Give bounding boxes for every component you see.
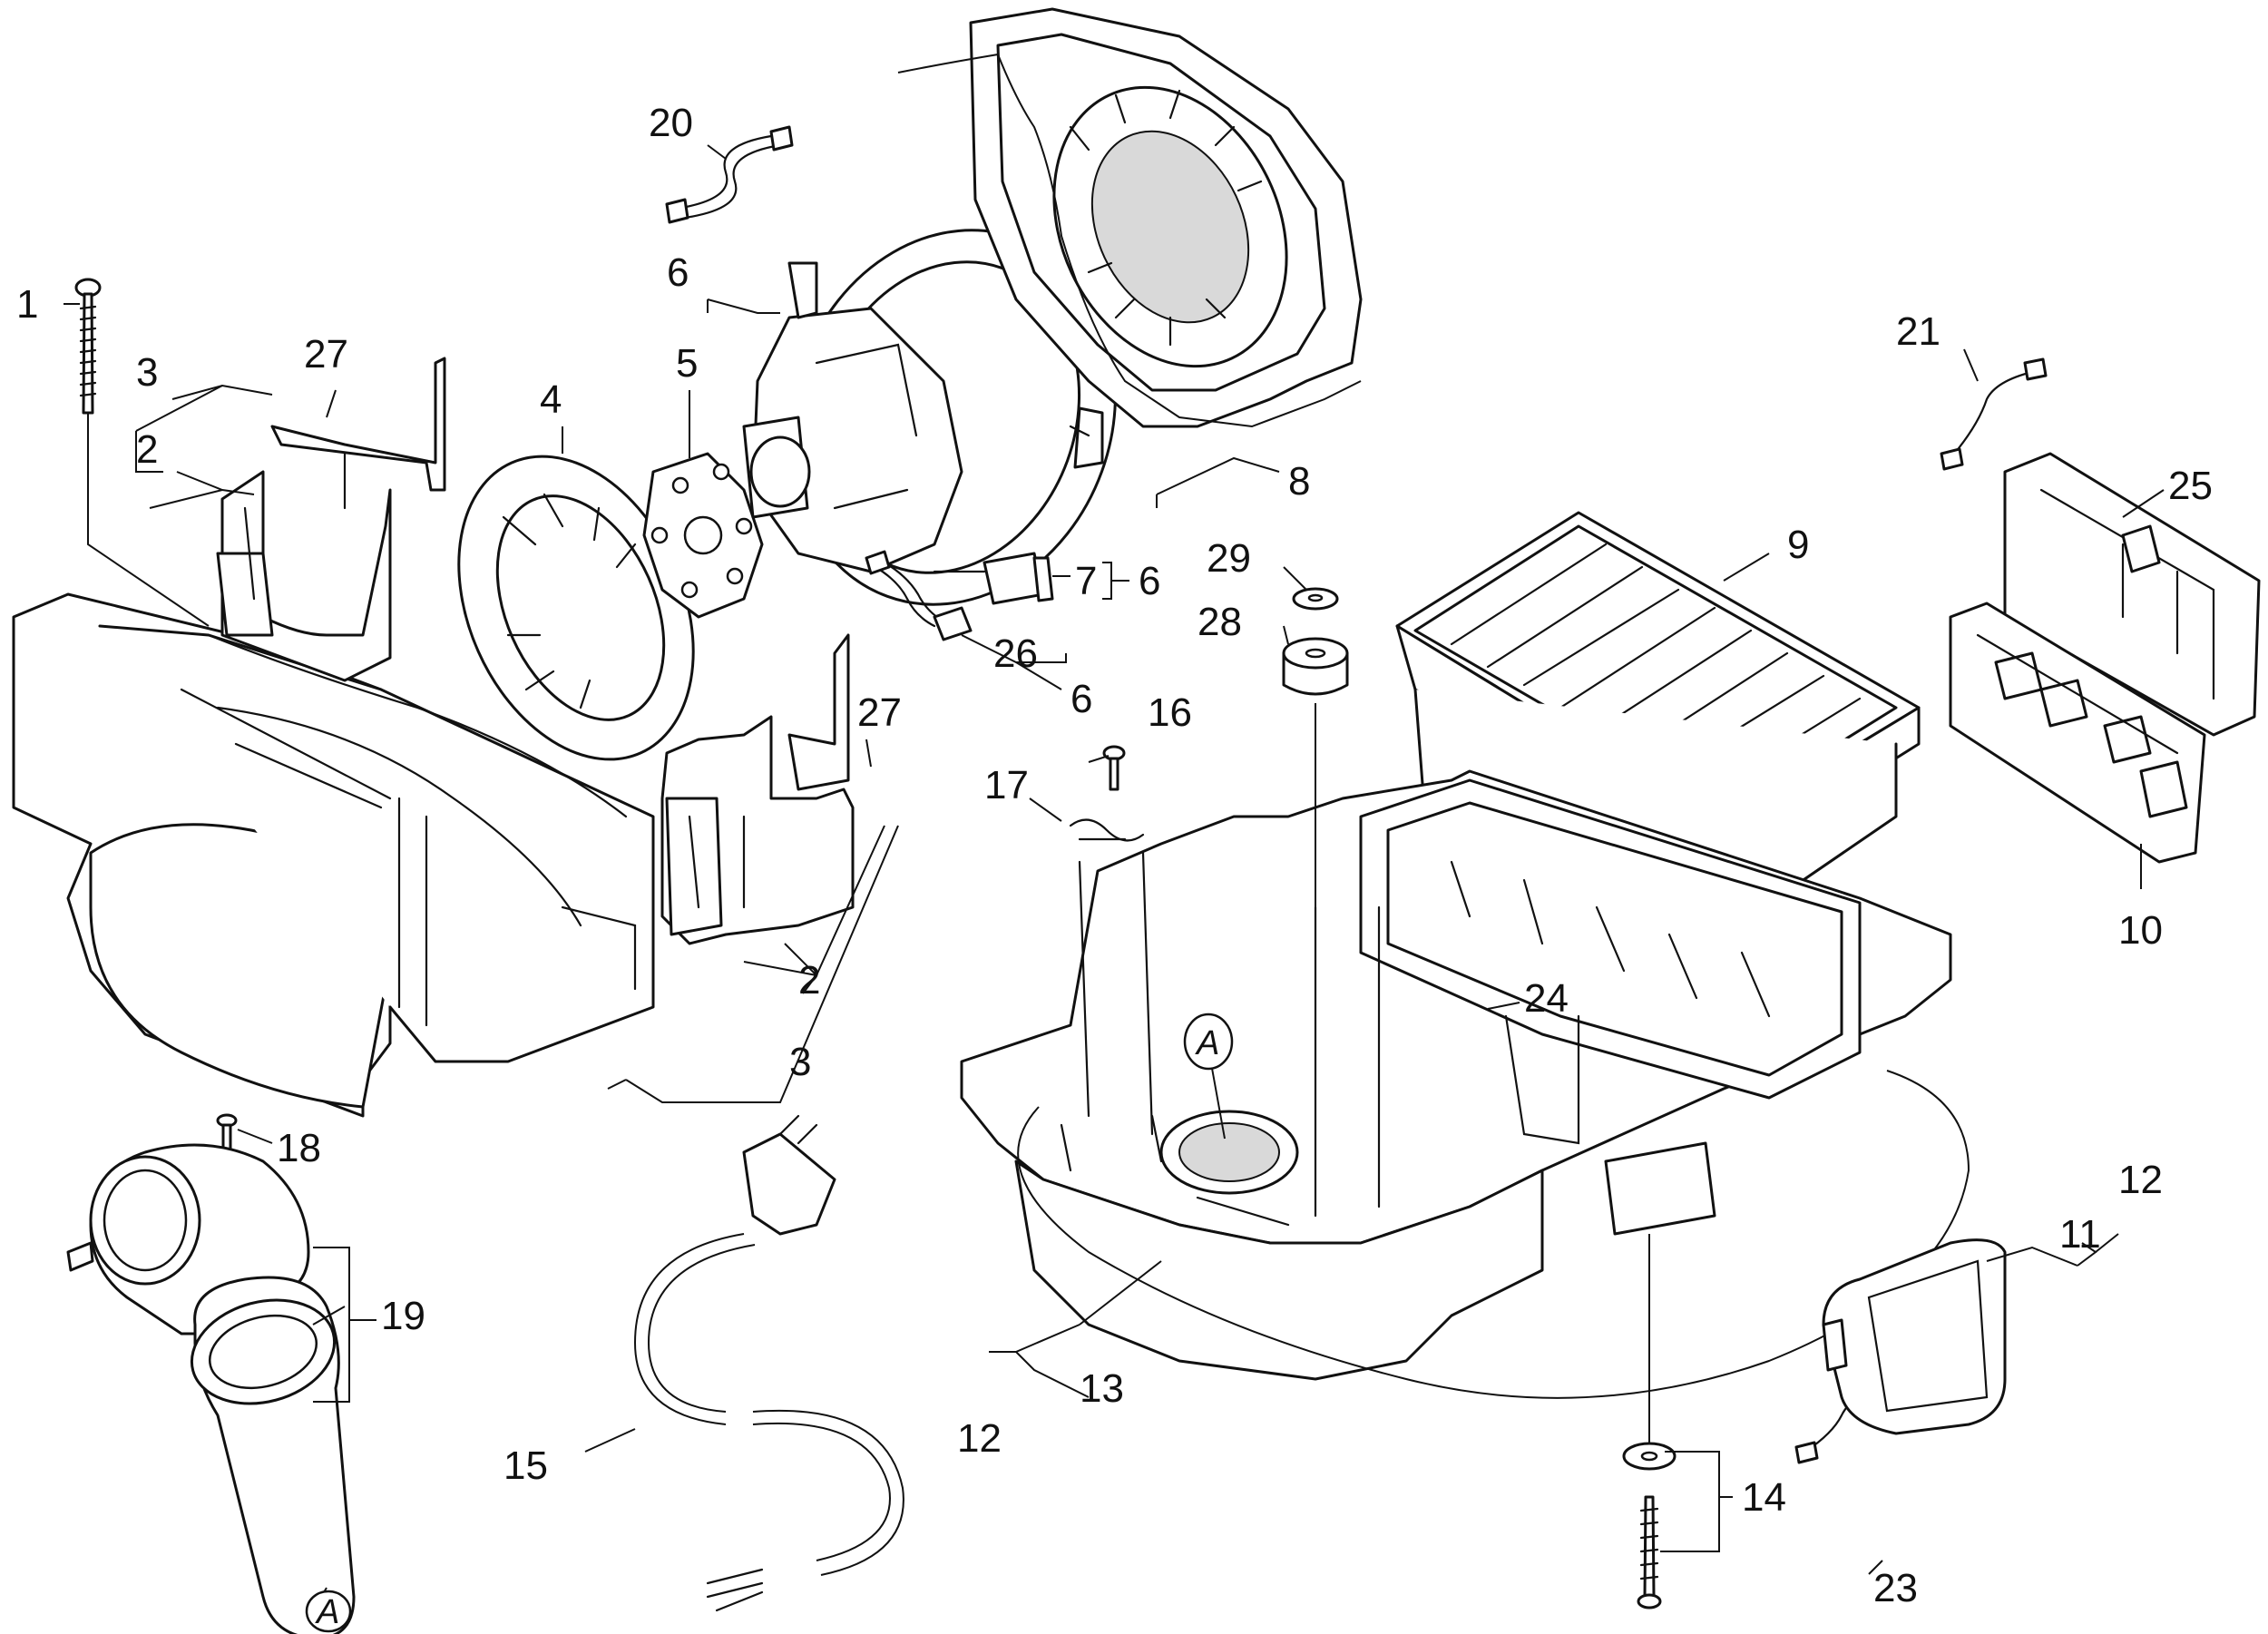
electronics-cover-part-25	[2003, 452, 2261, 737]
float-part-28	[1282, 637, 1349, 696]
screw-part-16	[1102, 745, 1126, 791]
callout-12b: 12	[957, 1416, 1002, 1461]
callout-6b: 6	[1139, 559, 1160, 603]
fan-housing-part-8	[897, 7, 1363, 428]
wiring-lead-part-20	[665, 125, 794, 224]
reference-marker-a-hose: A	[305, 1590, 352, 1633]
callout-6a: 6	[667, 250, 689, 295]
reference-marker-a-base: A	[1183, 1013, 1234, 1071]
callout-25: 25	[2168, 464, 2213, 508]
callout-23: 23	[1873, 1566, 1918, 1610]
callout-2b: 2	[798, 958, 820, 1003]
marker-a-hose-label: A	[315, 1593, 339, 1631]
callout-13: 13	[1080, 1366, 1124, 1411]
inlet-elbow-part-19	[66, 1143, 356, 1634]
callout-8: 8	[1288, 459, 1310, 504]
callout-2a: 2	[136, 427, 158, 472]
circuit-board-part-10	[1949, 602, 2206, 864]
callout-4: 4	[540, 377, 562, 422]
callout-labels: 1 3 27 2 4 5 6 20 8 7 6 26 6 27 16 17 29…	[16, 101, 2213, 1610]
filter-cartridge-part-9	[1395, 511, 1921, 936]
callout-9: 9	[1787, 523, 1809, 567]
callout-19: 19	[381, 1294, 425, 1338]
wiring-lead-part-26	[865, 550, 973, 641]
motor-seal-ring-part-4	[457, 455, 695, 761]
callout-27a: 27	[304, 332, 348, 377]
float-ring-part-29	[1292, 587, 1339, 611]
duct-bracket-lower	[660, 633, 855, 945]
callout-27b: 27	[857, 690, 902, 735]
callout-10: 10	[2118, 908, 2163, 953]
marker-a-base-label: A	[1195, 1024, 1219, 1062]
air-duct-housing-left	[12, 592, 655, 1118]
callout-7: 7	[1075, 559, 1097, 603]
callout-29: 29	[1207, 536, 1251, 581]
screw-part-14	[1622, 1442, 1677, 1610]
callout-15: 15	[503, 1443, 548, 1488]
callout-12a: 12	[2118, 1158, 2163, 1202]
brush-flange-part-5	[642, 452, 764, 619]
connector-part-7	[933, 552, 1054, 605]
callout-28: 28	[1198, 600, 1242, 644]
callout-20: 20	[649, 101, 693, 145]
callout-14: 14	[1742, 1475, 1786, 1520]
callout-21: 21	[1896, 309, 1941, 354]
callout-3a: 3	[136, 350, 158, 395]
motor-assembly-part-6	[742, 229, 1117, 606]
latch-part-11	[1822, 1238, 2007, 1435]
callout-3b: 3	[789, 1040, 811, 1084]
callout-17: 17	[984, 763, 1029, 807]
callout-1: 1	[16, 282, 38, 327]
base-tank-part-13	[960, 769, 1970, 1399]
callout-26: 26	[993, 631, 1038, 676]
clip-part-17	[1069, 818, 1145, 842]
callout-6c: 6	[1070, 677, 1092, 721]
callout-18: 18	[277, 1126, 321, 1170]
screw-part-1	[74, 278, 102, 415]
callout-11: 11	[2059, 1212, 2101, 1257]
wiring-lead-part-21	[1940, 357, 2048, 471]
leader-lines	[64, 144, 2165, 1611]
callout-16: 16	[1148, 690, 1192, 735]
power-cord-part-15	[633, 1114, 904, 1612]
duct-bracket-upper	[216, 357, 446, 682]
callout-24: 24	[1524, 976, 1569, 1021]
callout-5: 5	[676, 341, 698, 386]
